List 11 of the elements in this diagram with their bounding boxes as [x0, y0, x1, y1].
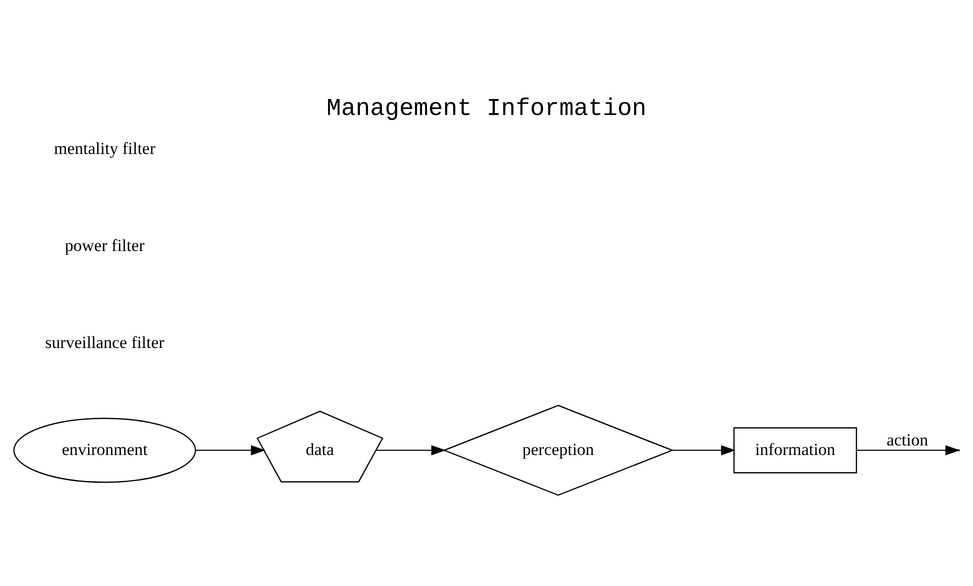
label: surveillance filter: [45, 333, 164, 352]
label: power filter: [64, 236, 145, 256]
diagram-title: Management Information: [326, 96, 646, 124]
arrow: [196, 445, 266, 456]
node-box: information: [733, 427, 858, 474]
node-diamond: perception: [442, 404, 674, 496]
edge-label: action: [886, 430, 928, 450]
arrow: [376, 445, 446, 456]
label: mentality filter: [54, 139, 156, 158]
arrow: [672, 445, 736, 456]
node-ellipse: environment: [13, 418, 196, 483]
